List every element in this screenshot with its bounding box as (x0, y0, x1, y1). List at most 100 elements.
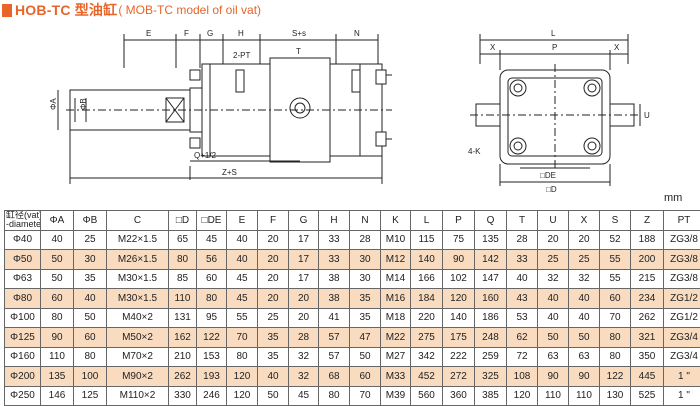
table-cell: 108 (507, 367, 538, 387)
table-cell: 135 (475, 230, 507, 250)
header-cell: T (507, 211, 538, 231)
table-cell: 100 (74, 367, 107, 387)
table-cell: 210 (169, 347, 197, 367)
table-cell: 70 (350, 386, 381, 406)
table-cell: 248 (475, 328, 507, 348)
table-cell: 30 (74, 250, 107, 270)
table-cell: ZG3/4 (664, 347, 700, 367)
header-cell: X (569, 211, 600, 231)
table-cell: 35 (350, 289, 381, 309)
table-cell: ZG1/2 (664, 308, 700, 328)
table-cell: 40 (227, 230, 258, 250)
table-cell: 140 (443, 308, 475, 328)
table-cell: 80 (227, 347, 258, 367)
table-cell: 55 (227, 308, 258, 328)
label-L: L (551, 29, 556, 38)
table-cell: 32 (538, 269, 569, 289)
table-cell: 40 (258, 367, 289, 387)
table-cell: 50 (41, 250, 74, 270)
table-cell: 110 (169, 289, 197, 309)
table-cell: 28 (507, 230, 538, 250)
label-Q12: Q+1/2 (194, 151, 217, 160)
table-cell: 215 (631, 269, 664, 289)
table-cell: 80 (74, 347, 107, 367)
table-cell: 80 (600, 347, 631, 367)
table-cell: 45 (197, 230, 227, 250)
label-Ss: S+s (292, 29, 306, 38)
table-cell: 40 (538, 289, 569, 309)
table-cell: 120 (227, 367, 258, 387)
label-H: H (238, 29, 244, 38)
header-cell: Z (631, 211, 664, 231)
table-cell: 28 (350, 230, 381, 250)
label-D: □D (546, 185, 557, 194)
header-cell: H (319, 211, 350, 231)
header-cell: P (443, 211, 475, 231)
table-cell: 162 (169, 328, 197, 348)
label-P: P (552, 43, 557, 52)
table-cell: 525 (631, 386, 664, 406)
bore-cell: Φ160 (5, 347, 41, 367)
table-cell: M26×1.5 (107, 250, 169, 270)
table-cell: M27 (381, 347, 411, 367)
table-cell: 220 (411, 308, 443, 328)
table-cell: 80 (600, 328, 631, 348)
table-cell: 41 (319, 308, 350, 328)
table-cell: M30×1.5 (107, 269, 169, 289)
table-cell: 63 (569, 347, 600, 367)
table-cell: 186 (475, 308, 507, 328)
label-N: N (354, 29, 360, 38)
table-cell: 35 (350, 308, 381, 328)
table-cell: 90 (538, 367, 569, 387)
table-cell: 321 (631, 328, 664, 348)
label-ZS: Z+S (222, 168, 237, 177)
unit-label: mm (664, 192, 682, 204)
table-cell: 275 (411, 328, 443, 348)
header-cell: L (411, 211, 443, 231)
header-cell: U (538, 211, 569, 231)
side-view (58, 34, 392, 184)
label-G: G (207, 29, 213, 38)
label-U: U (644, 111, 650, 120)
label-E: E (146, 29, 151, 38)
table-cell: M39 (381, 386, 411, 406)
table-cell: 17 (289, 269, 319, 289)
bore-cell: Φ63 (5, 269, 41, 289)
table-cell: 140 (411, 250, 443, 270)
table-cell: 120 (227, 386, 258, 406)
header-cell: □DE (197, 211, 227, 231)
table-cell: 40 (227, 250, 258, 270)
header-cell: G (289, 211, 319, 231)
table-cell: 56 (197, 250, 227, 270)
table-cell: 45 (289, 386, 319, 406)
header-cell: □D (169, 211, 197, 231)
table-cell: 20 (289, 289, 319, 309)
table-cell: 35 (258, 328, 289, 348)
table-cell: 45 (227, 289, 258, 309)
table-cell: 452 (411, 367, 443, 387)
table-cell: 122 (197, 328, 227, 348)
table-cell: ZG1/2 (664, 289, 700, 309)
table-cell: 262 (169, 367, 197, 387)
table-cell: 40 (74, 289, 107, 309)
table-cell: 342 (411, 347, 443, 367)
table-cell: 17 (289, 230, 319, 250)
table-cell: 262 (631, 308, 664, 328)
table-cell: 65 (169, 230, 197, 250)
table-cell: 47 (350, 328, 381, 348)
table-cell: 32 (289, 347, 319, 367)
table-cell: M18 (381, 308, 411, 328)
table-cell: 60 (600, 289, 631, 309)
header-cell: N (350, 211, 381, 231)
label-DE: □DE (540, 171, 556, 180)
table-cell: 325 (475, 367, 507, 387)
table-cell: 40 (569, 308, 600, 328)
table-cell: 166 (411, 269, 443, 289)
table-cell: M50×2 (107, 328, 169, 348)
table-cell: 131 (169, 308, 197, 328)
table-cell: ZG3/8 (664, 230, 700, 250)
table-cell: 68 (319, 367, 350, 387)
